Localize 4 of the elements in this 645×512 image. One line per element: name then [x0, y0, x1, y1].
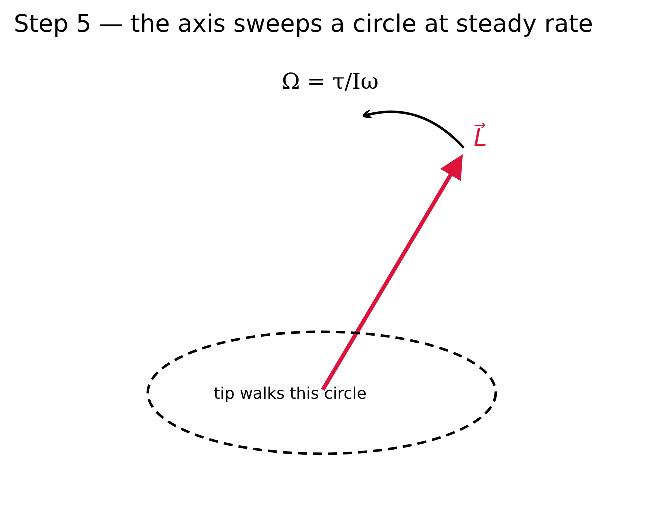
vector-label: L⃗: [474, 124, 488, 152]
diagram-title: Step 5 — the axis sweeps a circle at steady rate: [14, 10, 594, 38]
circle-caption: tip walks this circle: [214, 384, 367, 403]
formula: Ω = τ/Iω: [282, 70, 379, 95]
